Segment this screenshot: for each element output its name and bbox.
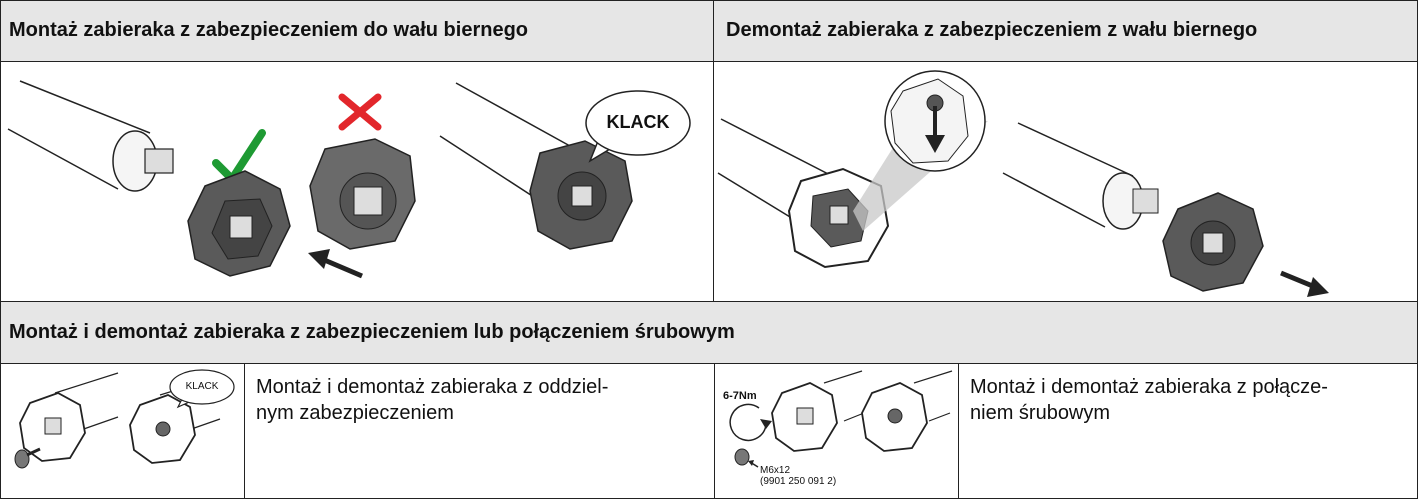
grid-line xyxy=(0,61,1418,62)
grid-line xyxy=(0,0,1,499)
shaft-icon xyxy=(717,118,890,269)
klack-bubble xyxy=(169,369,235,409)
dismount-diagram xyxy=(717,70,1329,297)
adapter-removed-icon xyxy=(1162,192,1264,292)
adapter-wrong-icon xyxy=(309,138,416,250)
grid-line xyxy=(713,0,714,301)
screw-icon xyxy=(14,447,41,469)
separate-lock-text-line-2: nym zabezpieczeniem xyxy=(256,402,454,424)
mount-illustration: KLACK xyxy=(0,61,713,301)
header-mount: Montaż zabieraka z zabezpieczeniem do wa… xyxy=(0,0,713,61)
grid-line xyxy=(0,301,1418,302)
header-mount-title: Montaż zabieraka z zabezpieczeniem do wa… xyxy=(9,19,529,41)
header-both-title: Montaż i demontaż zabieraka z zabezpiecz… xyxy=(9,320,735,343)
header-both: Montaż i demontaż zabieraka z zabezpiecz… xyxy=(0,301,1418,363)
screw-icon xyxy=(734,448,759,468)
screw-connection-text-line-2: niem śrubowym xyxy=(970,402,1111,424)
header-dismount-title: Demontaż zabieraka z zabezpieczeniem z w… xyxy=(726,19,1258,41)
screw-connection-text-line-1: Montaż i demontaż zabieraka z połącze- xyxy=(970,376,1328,398)
header-dismount: Demontaż zabieraka z zabezpieczeniem z w… xyxy=(713,0,1418,61)
separate-lock-text-line-1: Montaż i demontaż zabieraka z oddziel- xyxy=(256,376,609,398)
small-klack-label: KLACK xyxy=(185,381,219,392)
adapter-correct-icon xyxy=(187,170,291,277)
rotate-arrow-icon xyxy=(729,403,772,442)
torque-label: 6-7Nm xyxy=(723,390,757,402)
grid-line xyxy=(0,0,1418,1)
shaft-removed-icon xyxy=(1002,122,1159,230)
screw-connection-illustration: 6-7Nm M6x12 (9901 250 091 2) xyxy=(714,363,958,499)
dismount-illustration xyxy=(713,61,1418,301)
shaft-icon xyxy=(7,80,174,192)
screw-connection-diagram xyxy=(729,370,953,468)
separate-lock-illustration: KLACK xyxy=(0,363,244,499)
screw-size-label: M6x12 xyxy=(760,465,791,476)
grid-line xyxy=(714,363,715,499)
separate-lock-description: Montaż i demontaż zabieraka z oddziel- n… xyxy=(244,363,714,499)
shaft-assembled-icon xyxy=(439,82,633,250)
screw-part-label: (9901 250 091 2) xyxy=(760,476,837,487)
grid-line xyxy=(958,363,959,499)
mount-diagram xyxy=(7,80,691,279)
arrow-insert-icon xyxy=(308,249,363,279)
screw-connection-description: Montaż i demontaż zabieraka z połącze- n… xyxy=(958,363,1418,499)
klack-label: KLACK xyxy=(606,112,670,132)
separate-lock-diagram xyxy=(14,369,235,469)
cross-icon xyxy=(338,93,382,131)
grid-line xyxy=(0,363,1418,364)
zoom-detail-icon xyxy=(884,70,986,172)
arrow-remove-icon xyxy=(1280,270,1329,297)
check-icon xyxy=(212,129,266,183)
grid-line xyxy=(244,363,245,499)
klack-bubble xyxy=(585,90,691,163)
